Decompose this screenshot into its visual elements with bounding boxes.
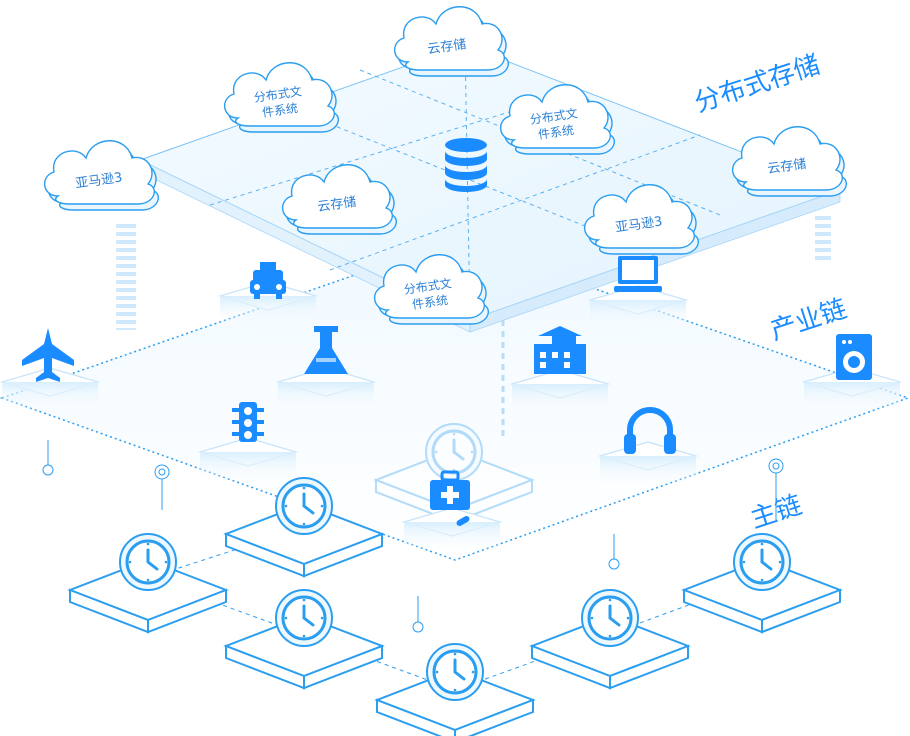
cloud-node: 分布式文 件系统 [499, 84, 616, 155]
cloud-node: 分布式文 件系统 [223, 62, 340, 133]
clock-node [68, 532, 228, 634]
cloud-node: 分布式文 件系统 [373, 254, 490, 325]
storage-layer-title: 分布式存储 [691, 50, 824, 119]
factory-icon [534, 326, 586, 374]
svg-text:件系统: 件系统 [411, 293, 449, 312]
svg-text:亚马逊3: 亚马逊3 [74, 170, 123, 191]
airplane-icon [22, 328, 74, 382]
cloud-node: 亚马逊3 [583, 184, 700, 255]
cloud-node: 云存储 [393, 6, 510, 77]
cloud-node: 云存储 [731, 126, 848, 197]
chain-pins [42, 440, 784, 633]
clock-node [682, 532, 842, 634]
svg-text:件系统: 件系统 [261, 101, 299, 120]
svg-text:云存储: 云存储 [427, 37, 468, 57]
flask-icon [304, 326, 348, 374]
svg-text:分布式文: 分布式文 [529, 105, 579, 127]
svg-text:云存储: 云存储 [317, 195, 358, 215]
clock-node [224, 588, 384, 690]
connector-left [116, 222, 136, 330]
clock-node [375, 642, 535, 736]
headphones-icon [624, 407, 676, 454]
taxi-icon [250, 262, 286, 299]
medical-kit-icon [430, 470, 470, 526]
svg-text:分布式文: 分布式文 [403, 275, 453, 297]
database-icon [445, 138, 487, 192]
cloud-node: 亚马逊3 [43, 140, 160, 211]
svg-text:亚马逊3: 亚马逊3 [614, 214, 663, 235]
connector-right [815, 216, 831, 264]
clock-node [530, 588, 690, 690]
cloud-node: 云存储 [281, 164, 398, 235]
svg-text:云存储: 云存储 [767, 157, 808, 177]
svg-text:分布式文: 分布式文 [253, 83, 303, 105]
laptop-icon [614, 256, 662, 292]
washing-machine-icon [836, 334, 872, 380]
svg-text:件系统: 件系统 [537, 123, 575, 142]
traffic-light-icon [232, 402, 264, 442]
